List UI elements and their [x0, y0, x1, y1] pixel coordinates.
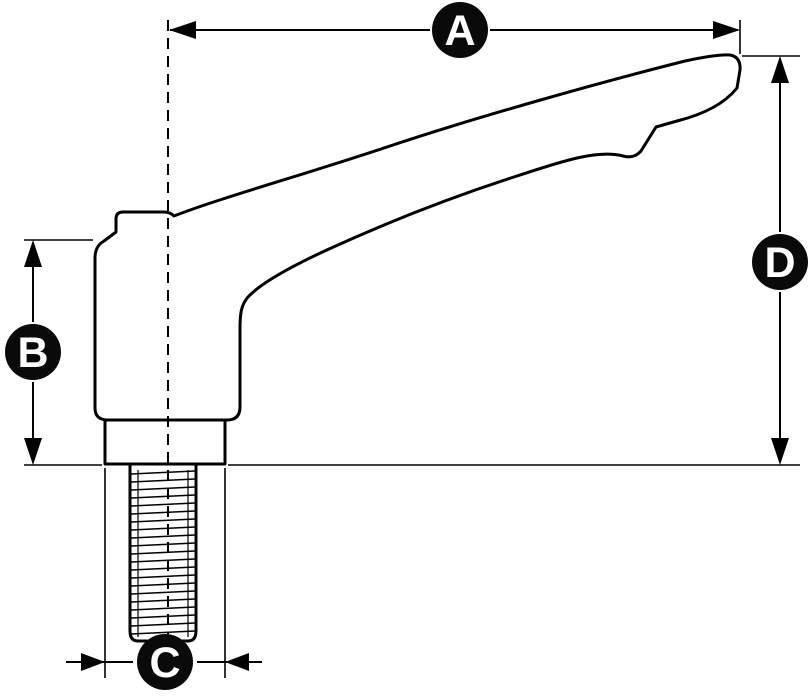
dim-a-arrow-left-icon	[169, 21, 196, 39]
dim-d-label: D	[764, 239, 795, 287]
reference-lines	[24, 20, 800, 678]
collar-outline	[103, 418, 227, 466]
dim-b-arrow-up-icon	[24, 240, 42, 267]
dimension-d: D	[752, 56, 808, 465]
dim-b-label: B	[17, 329, 48, 377]
dimension-b: B	[5, 240, 61, 465]
lever-arm-and-body-outline	[93, 53, 742, 422]
dim-c-arrow-left-icon	[81, 653, 105, 671]
dim-d-arrow-down-icon	[771, 438, 789, 465]
dim-a-label-badge	[432, 2, 488, 58]
dim-c-arrow-right-icon	[225, 653, 249, 671]
thread-hatch-lines	[130, 470, 196, 635]
dim-a-arrow-right-icon	[713, 21, 740, 39]
dim-d-arrow-up-icon	[771, 56, 789, 83]
part-outline	[93, 53, 742, 643]
dimension-a: A	[169, 2, 740, 58]
dim-b-label-badge	[5, 324, 61, 380]
dimension-c: C	[66, 634, 262, 690]
dim-c-label: C	[149, 639, 180, 687]
dim-d-label-badge	[752, 234, 808, 290]
dim-a-label: A	[444, 7, 475, 55]
dim-c-label-badge	[137, 634, 193, 690]
dim-b-arrow-down-icon	[24, 438, 42, 465]
